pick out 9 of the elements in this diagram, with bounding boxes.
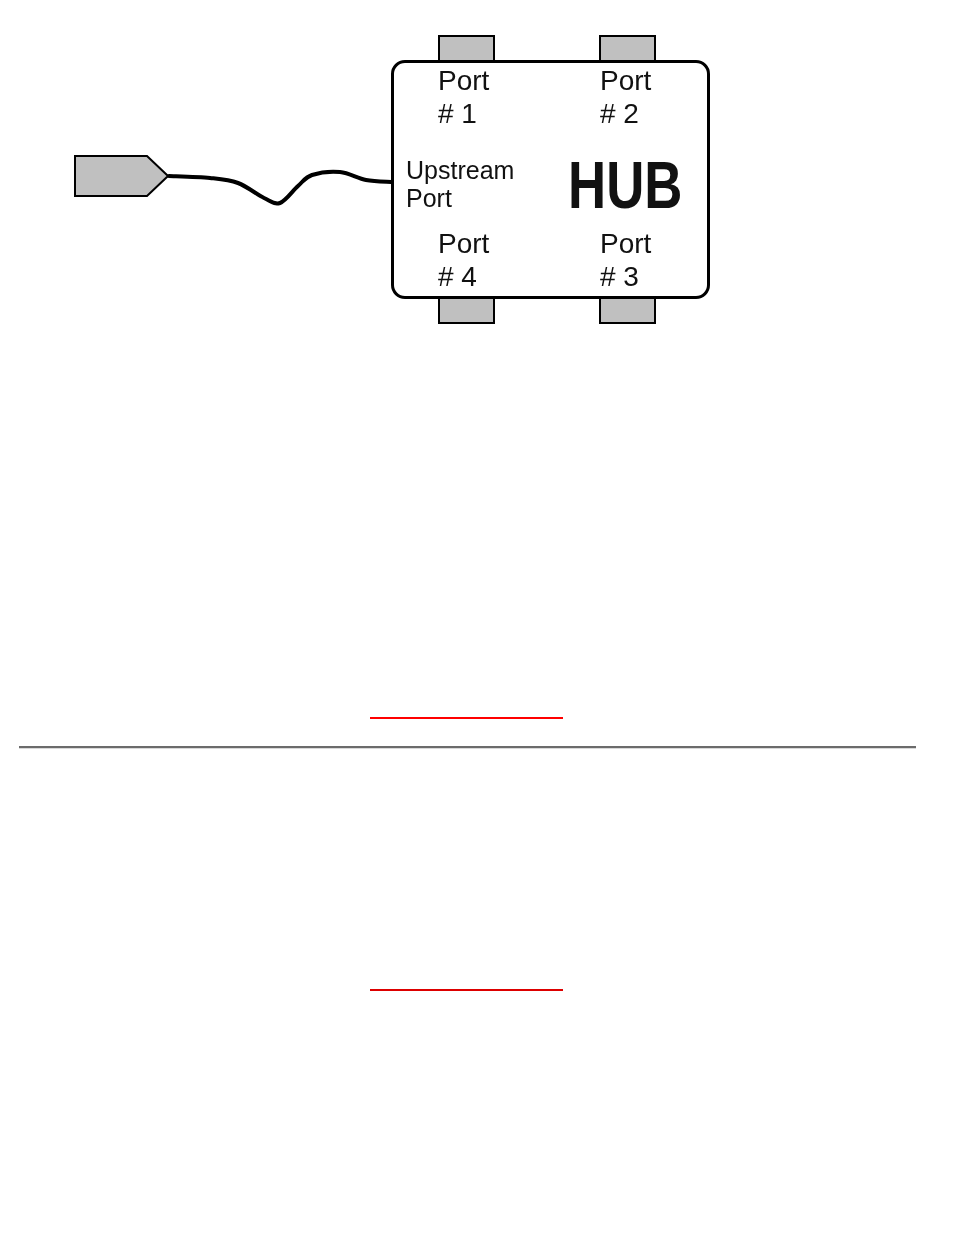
hub-box xyxy=(391,60,710,299)
port-label: Port # 1 xyxy=(438,64,491,130)
cable xyxy=(167,169,393,206)
cable-plug xyxy=(74,155,169,197)
port-label: Port # 2 xyxy=(600,64,653,130)
port-label: Port # 3 xyxy=(600,227,653,293)
port-label: Port # 4 xyxy=(438,227,491,293)
hub-title: HUB xyxy=(568,152,683,218)
port-label: Upstream Port xyxy=(406,156,516,212)
